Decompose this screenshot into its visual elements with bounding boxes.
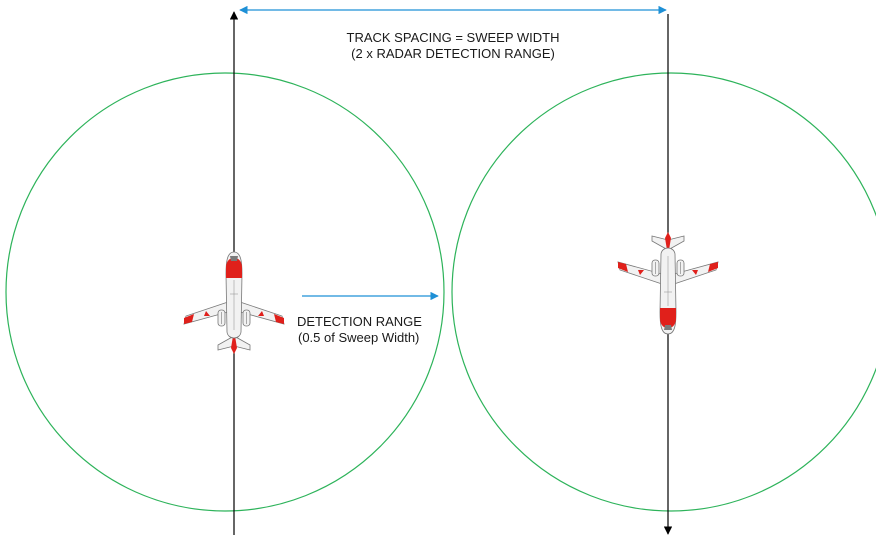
detection-circle-right <box>451 72 876 512</box>
track-spacing-label: TRACK SPACING = SWEEP WIDTH (2 x RADAR D… <box>347 30 560 62</box>
aircraft-right-icon <box>617 231 719 335</box>
detection-circle-left <box>5 72 445 512</box>
track-spacing-label-line2: (2 x RADAR DETECTION RANGE) <box>351 46 555 61</box>
aircraft-left-icon <box>183 251 285 355</box>
detection-range-label-line1: DETECTION RANGE <box>297 314 422 329</box>
track-spacing-label-line1: TRACK SPACING = SWEEP WIDTH <box>346 30 560 45</box>
detection-range-label: DETECTION RANGE (0.5 of Sweep Width) <box>297 314 422 346</box>
detection-range-label-line2: (0.5 of Sweep Width) <box>298 330 420 345</box>
